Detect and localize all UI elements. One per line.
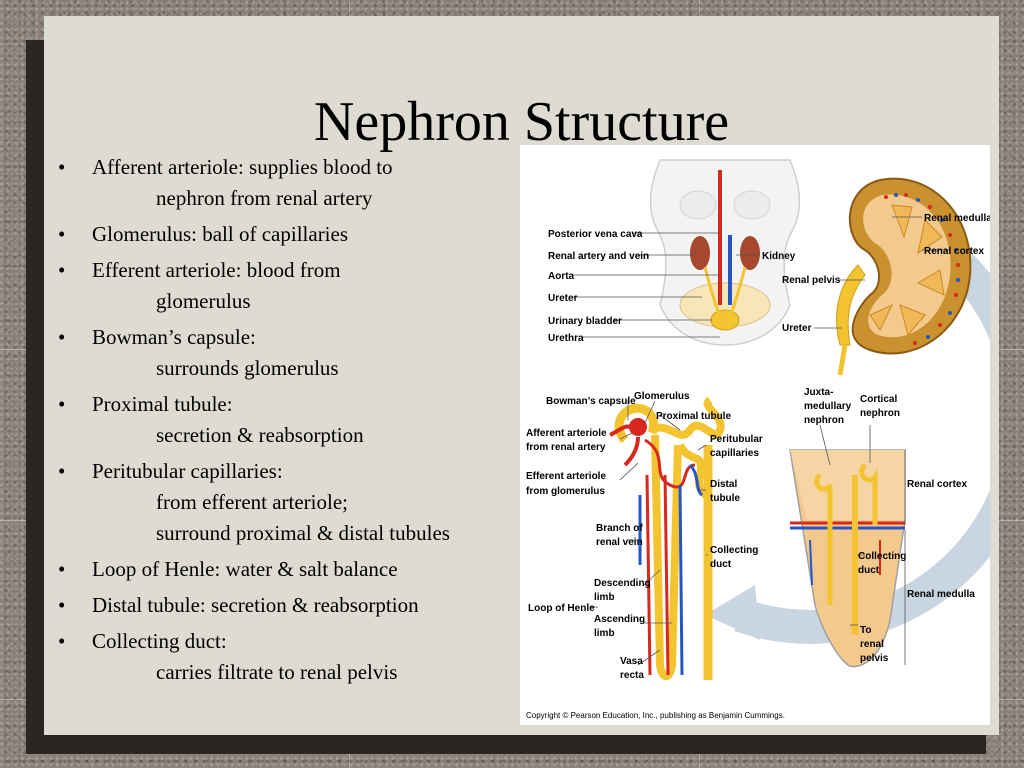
bullet-marker: • (58, 392, 66, 416)
label-kidney: Kidney (762, 251, 796, 262)
nephron-diagram: Posterior vena cava Renal artery and vei… (520, 145, 1024, 725)
bullet-text: Glomerulus: ball of capillaries (92, 222, 349, 246)
label-juxta-2: medullary (804, 401, 852, 412)
label-cortical-2: nephron (860, 408, 900, 419)
bullet-item: • Distal tubule: secretion & reabsorption (58, 590, 528, 621)
bullet-text: Proximal tubule: (92, 392, 233, 416)
label-collecting-b1: Collecting (858, 551, 906, 562)
bullet-text: Loop of Henle: water & salt balance (92, 557, 398, 581)
label-cortical-1: Cortical (860, 394, 897, 405)
label-branch-2: renal vein (596, 537, 643, 548)
label-peritubular-1: Peritubular (710, 434, 763, 445)
kidney-leader-lines (814, 216, 950, 329)
bullet-list: • Afferent arteriole: supplies blood to ne… (58, 152, 528, 693)
label-ascending-1: Ascending (594, 614, 645, 625)
label-juxta-3: nephron (804, 415, 844, 426)
label-collecting-2: duct (710, 559, 732, 570)
label-to-1: To (860, 625, 871, 636)
slide-title: Nephron Structure (313, 91, 730, 153)
label-renal-medulla-bottom: Renal medulla (907, 589, 975, 600)
bullet-subtext: surround proximal & distal tubules (156, 521, 450, 545)
label-loop-of-henle: Loop of Henle (528, 603, 595, 614)
label-descending-1: Descending (594, 578, 651, 589)
label-ureter-kidney: Ureter (782, 323, 812, 334)
label-renal-cortex-top: Renal cortex (924, 246, 984, 257)
label-renal-artery-vein: Renal artery and vein (548, 251, 649, 262)
copyright-notice: Copyright © Pearson Education, Inc., pub… (526, 711, 785, 720)
body-leader-lines (572, 232, 760, 338)
label-urethra: Urethra (548, 333, 584, 344)
label-peritubular-2: capillaries (710, 448, 759, 459)
label-afferent-2: from renal artery (526, 442, 606, 453)
bullet-marker: • (58, 629, 66, 653)
label-vasa-1: Vasa (620, 656, 643, 667)
kidney-cross-section-illustration (836, 177, 972, 376)
bullet-subtext: carries filtrate to renal pelvis (156, 660, 398, 684)
label-proximal-tubule: Proximal tubule (656, 411, 731, 422)
bullet-text: Distal tubule: secretion & reabsorption (92, 593, 419, 617)
bullet-marker: • (58, 593, 66, 617)
bullet-text: Efferent arteriole: blood from (92, 258, 341, 282)
label-efferent-2: from glomerulus (526, 486, 605, 497)
label-collecting-b2: duct (858, 565, 880, 576)
label-glomerulus: Glomerulus (634, 391, 690, 402)
bullet-item: • Afferent arteriole: supplies blood to ne… (58, 152, 528, 214)
bullet-item: • Bowman’s capsule: surrounds glomerulus (58, 322, 528, 384)
bullet-subtext: nephron from renal artery (156, 186, 373, 210)
label-branch-1: Branch of (596, 523, 643, 534)
label-distal-2: tubule (710, 493, 740, 504)
label-vasa-2: recta (620, 670, 644, 681)
label-ureter-body: Ureter (548, 293, 578, 304)
label-efferent-1: Efferent arteriole (526, 471, 606, 482)
bullet-marker: • (58, 459, 66, 483)
label-to-2: renal (860, 639, 884, 650)
bullet-item: • Peritubular capillaries: from efferent a… (58, 456, 528, 549)
label-to-3: pelvis (860, 653, 889, 664)
label-distal-1: Distal (710, 479, 737, 490)
label-ascending-2: limb (594, 628, 615, 639)
label-posterior-vena-cava: Posterior vena cava (548, 229, 643, 240)
bullet-item: • Collecting duct: carries filtrate to ren… (58, 626, 528, 688)
kidney-wedge-illustration (789, 449, 906, 668)
human-body-illustration (649, 159, 801, 346)
bullet-text: Bowman’s capsule: (92, 325, 256, 349)
label-bowmans-capsule: Bowman’s capsule (546, 396, 636, 407)
flow-arrow-head (705, 585, 760, 640)
bullet-item: • Loop of Henle: water & salt balance (58, 554, 528, 585)
label-descending-2: limb (594, 592, 615, 603)
label-renal-medulla-top: Renal medulla (924, 213, 990, 224)
bullet-marker: • (58, 258, 66, 282)
bullet-text: Afferent arteriole: supplies blood to (92, 155, 393, 179)
bullet-item: • Efferent arteriole: blood from glomerulu… (58, 255, 528, 317)
bullet-subtext: from efferent arteriole; (156, 490, 349, 514)
bullet-marker: • (58, 325, 66, 349)
bullet-text: Collecting duct: (92, 629, 227, 653)
bullet-text: Peritubular capillaries: (92, 459, 283, 483)
label-collecting-1: Collecting (710, 545, 758, 556)
label-afferent-1: Afferent arteriole (526, 428, 607, 439)
nephron-detail-illustration (609, 396, 725, 681)
wedge-leader-lines (819, 424, 906, 665)
bullet-subtext: glomerulus (156, 289, 251, 313)
bullet-item: • Proximal tubule: secretion & reabsorptio… (58, 389, 528, 451)
bullet-subtext: secretion & reabsorption (156, 423, 364, 447)
label-juxta-1: Juxta- (804, 387, 833, 398)
label-urinary-bladder: Urinary bladder (548, 316, 622, 327)
label-renal-cortex-bottom: Renal cortex (907, 479, 967, 490)
bullet-marker: • (58, 557, 66, 581)
nephron-leader-lines (590, 400, 708, 666)
bullet-item: • Glomerulus: ball of capillaries (58, 219, 528, 250)
label-aorta: Aorta (548, 271, 575, 282)
bullet-marker: • (58, 222, 66, 246)
label-renal-pelvis: Renal pelvis (782, 275, 841, 286)
diagram-svg: Posterior vena cava Renal artery and vei… (526, 159, 1024, 720)
bullet-marker: • (58, 155, 66, 179)
bullet-subtext: surrounds glomerulus (156, 356, 339, 380)
